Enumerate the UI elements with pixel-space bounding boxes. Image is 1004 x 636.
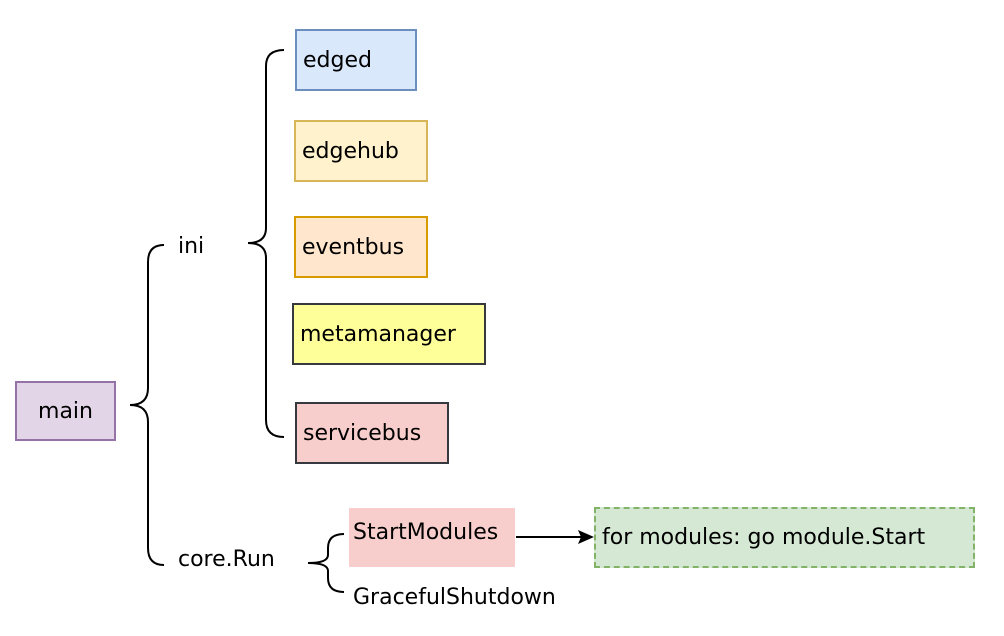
main-label: main <box>38 398 93 424</box>
module-servicebus: servicebus <box>295 402 449 464</box>
module-edged: edged <box>295 29 417 91</box>
main-brace <box>129 244 165 566</box>
start-modules-node: StartModules <box>349 508 515 567</box>
module-eventbus: eventbus <box>294 216 428 278</box>
module-metamanager: metamanager <box>292 303 486 365</box>
module-servicebus-label: servicebus <box>303 420 422 446</box>
module-edgehub: edgehub <box>294 120 428 182</box>
for-modules-label: for modules: go module.Start <box>602 525 926 550</box>
module-edgehub-label: edgehub <box>302 138 399 164</box>
graceful-shutdown-label: GracefulShutdown <box>353 585 556 610</box>
ini-label: ini <box>178 234 205 259</box>
module-edged-label: edged <box>303 47 372 73</box>
start-arrow-head <box>578 530 594 544</box>
for-modules-node: for modules: go module.Start <box>594 507 975 568</box>
core-run-label: core.Run <box>178 547 275 572</box>
module-eventbus-label: eventbus <box>302 234 405 260</box>
ini-brace <box>247 49 285 438</box>
core-run-brace <box>307 533 345 593</box>
main-node: main <box>15 381 116 441</box>
module-metamanager-label: metamanager <box>300 321 456 347</box>
start-modules-label: StartModules <box>353 520 499 545</box>
